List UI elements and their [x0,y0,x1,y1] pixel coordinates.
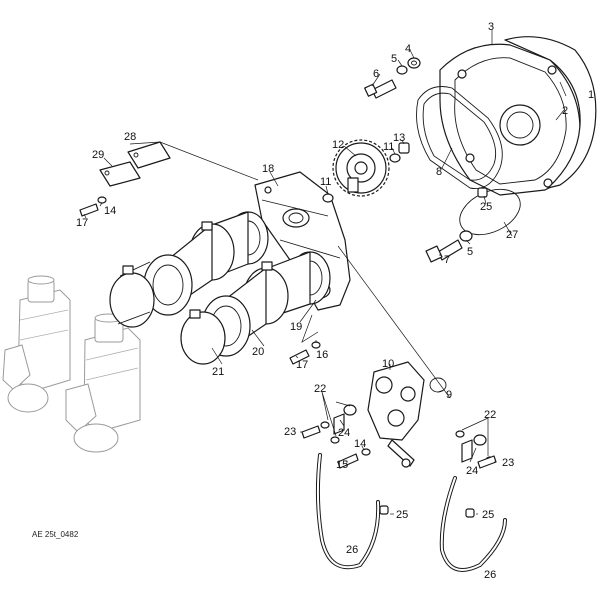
nut-13 [398,142,410,154]
callout-23: 23 [284,426,296,438]
callout-25: 25 [480,201,492,213]
oil-pump [367,361,425,468]
callout-17: 17 [296,359,308,371]
callout-23-right: 23 [502,457,514,469]
callout-2: 2 [562,105,568,117]
callout-25-right: 25 [482,509,494,521]
gasket [416,86,503,190]
rotary-valve-cover [439,43,581,196]
washer-5-top [396,65,408,75]
callout-27: 27 [506,229,518,241]
cover-plate-28 [127,141,171,169]
callout-29: 29 [92,149,104,161]
washer-11-mid [322,193,334,203]
washer-22-left [320,421,340,444]
bolt-17-mid [289,349,310,365]
callout-8: 8 [436,166,442,178]
bolt-6 [364,79,397,99]
reference-code: AE 25t_0482 [32,530,79,539]
clip-25-left [379,505,389,515]
callout-5: 5 [391,53,397,65]
callout-28: 28 [124,131,136,143]
callout-3: 3 [488,21,494,33]
bolt-7 [425,239,463,263]
cover-plate-29 [99,161,141,187]
callout-9: 9 [446,389,452,401]
oil-hose-right [439,476,507,572]
callout-21: 21 [212,366,224,378]
callout-19: 19 [290,321,302,333]
callout-22: 22 [314,383,326,395]
callout-26-right: 26 [484,569,496,581]
callout-18: 18 [262,163,274,175]
callout-6: 6 [373,68,379,80]
callout-12: 12 [332,139,344,151]
callout-26: 26 [346,544,358,556]
callout-14: 14 [354,438,366,450]
callout-11-lower: 11 [320,176,331,188]
washer-14-low [361,448,371,456]
intake-boot-lower [180,251,331,365]
bolt-23-left [301,425,321,439]
callout-13: 13 [393,132,405,144]
clip-25-top [477,187,488,198]
washer-5-low [459,230,473,242]
callout-11: 11 [383,141,394,153]
callout-4: 4 [405,43,411,55]
callout-1: 1 [588,89,594,101]
washer-4 [407,57,421,69]
callout-24-right: 24 [466,465,478,477]
callout-5-lower: 5 [467,246,473,258]
callout-7: 7 [444,254,450,266]
oil-hose-left [315,453,381,570]
callout-25-left: 25 [396,509,408,521]
callout-16: 16 [316,349,328,361]
leader-lines [83,30,567,515]
callout-24: 24 [338,427,350,439]
bolt-15 [337,453,359,469]
callout-10: 10 [382,358,394,370]
carburetor-ghost-right [65,313,141,453]
washer-11-top [389,153,401,163]
gear [332,139,390,197]
carburetor-ghost-left [2,275,71,413]
callout-labels: 1 2 3 4 5 6 7 8 9 10 11 12 13 14 15 16 1… [76,21,594,581]
crankcase-housing [504,36,597,189]
callout-15: 15 [336,459,348,471]
callout-20: 20 [252,346,264,358]
washer-14-top [97,196,107,204]
callout-17-upper: 17 [76,217,88,229]
callout-14-upper: 14 [104,205,116,217]
intake-boot-upper [109,211,269,328]
callout-22-right: 22 [484,409,496,421]
banjo-24-right [461,434,487,463]
bolt-17-top [79,203,99,217]
clip-25-right [465,508,475,518]
